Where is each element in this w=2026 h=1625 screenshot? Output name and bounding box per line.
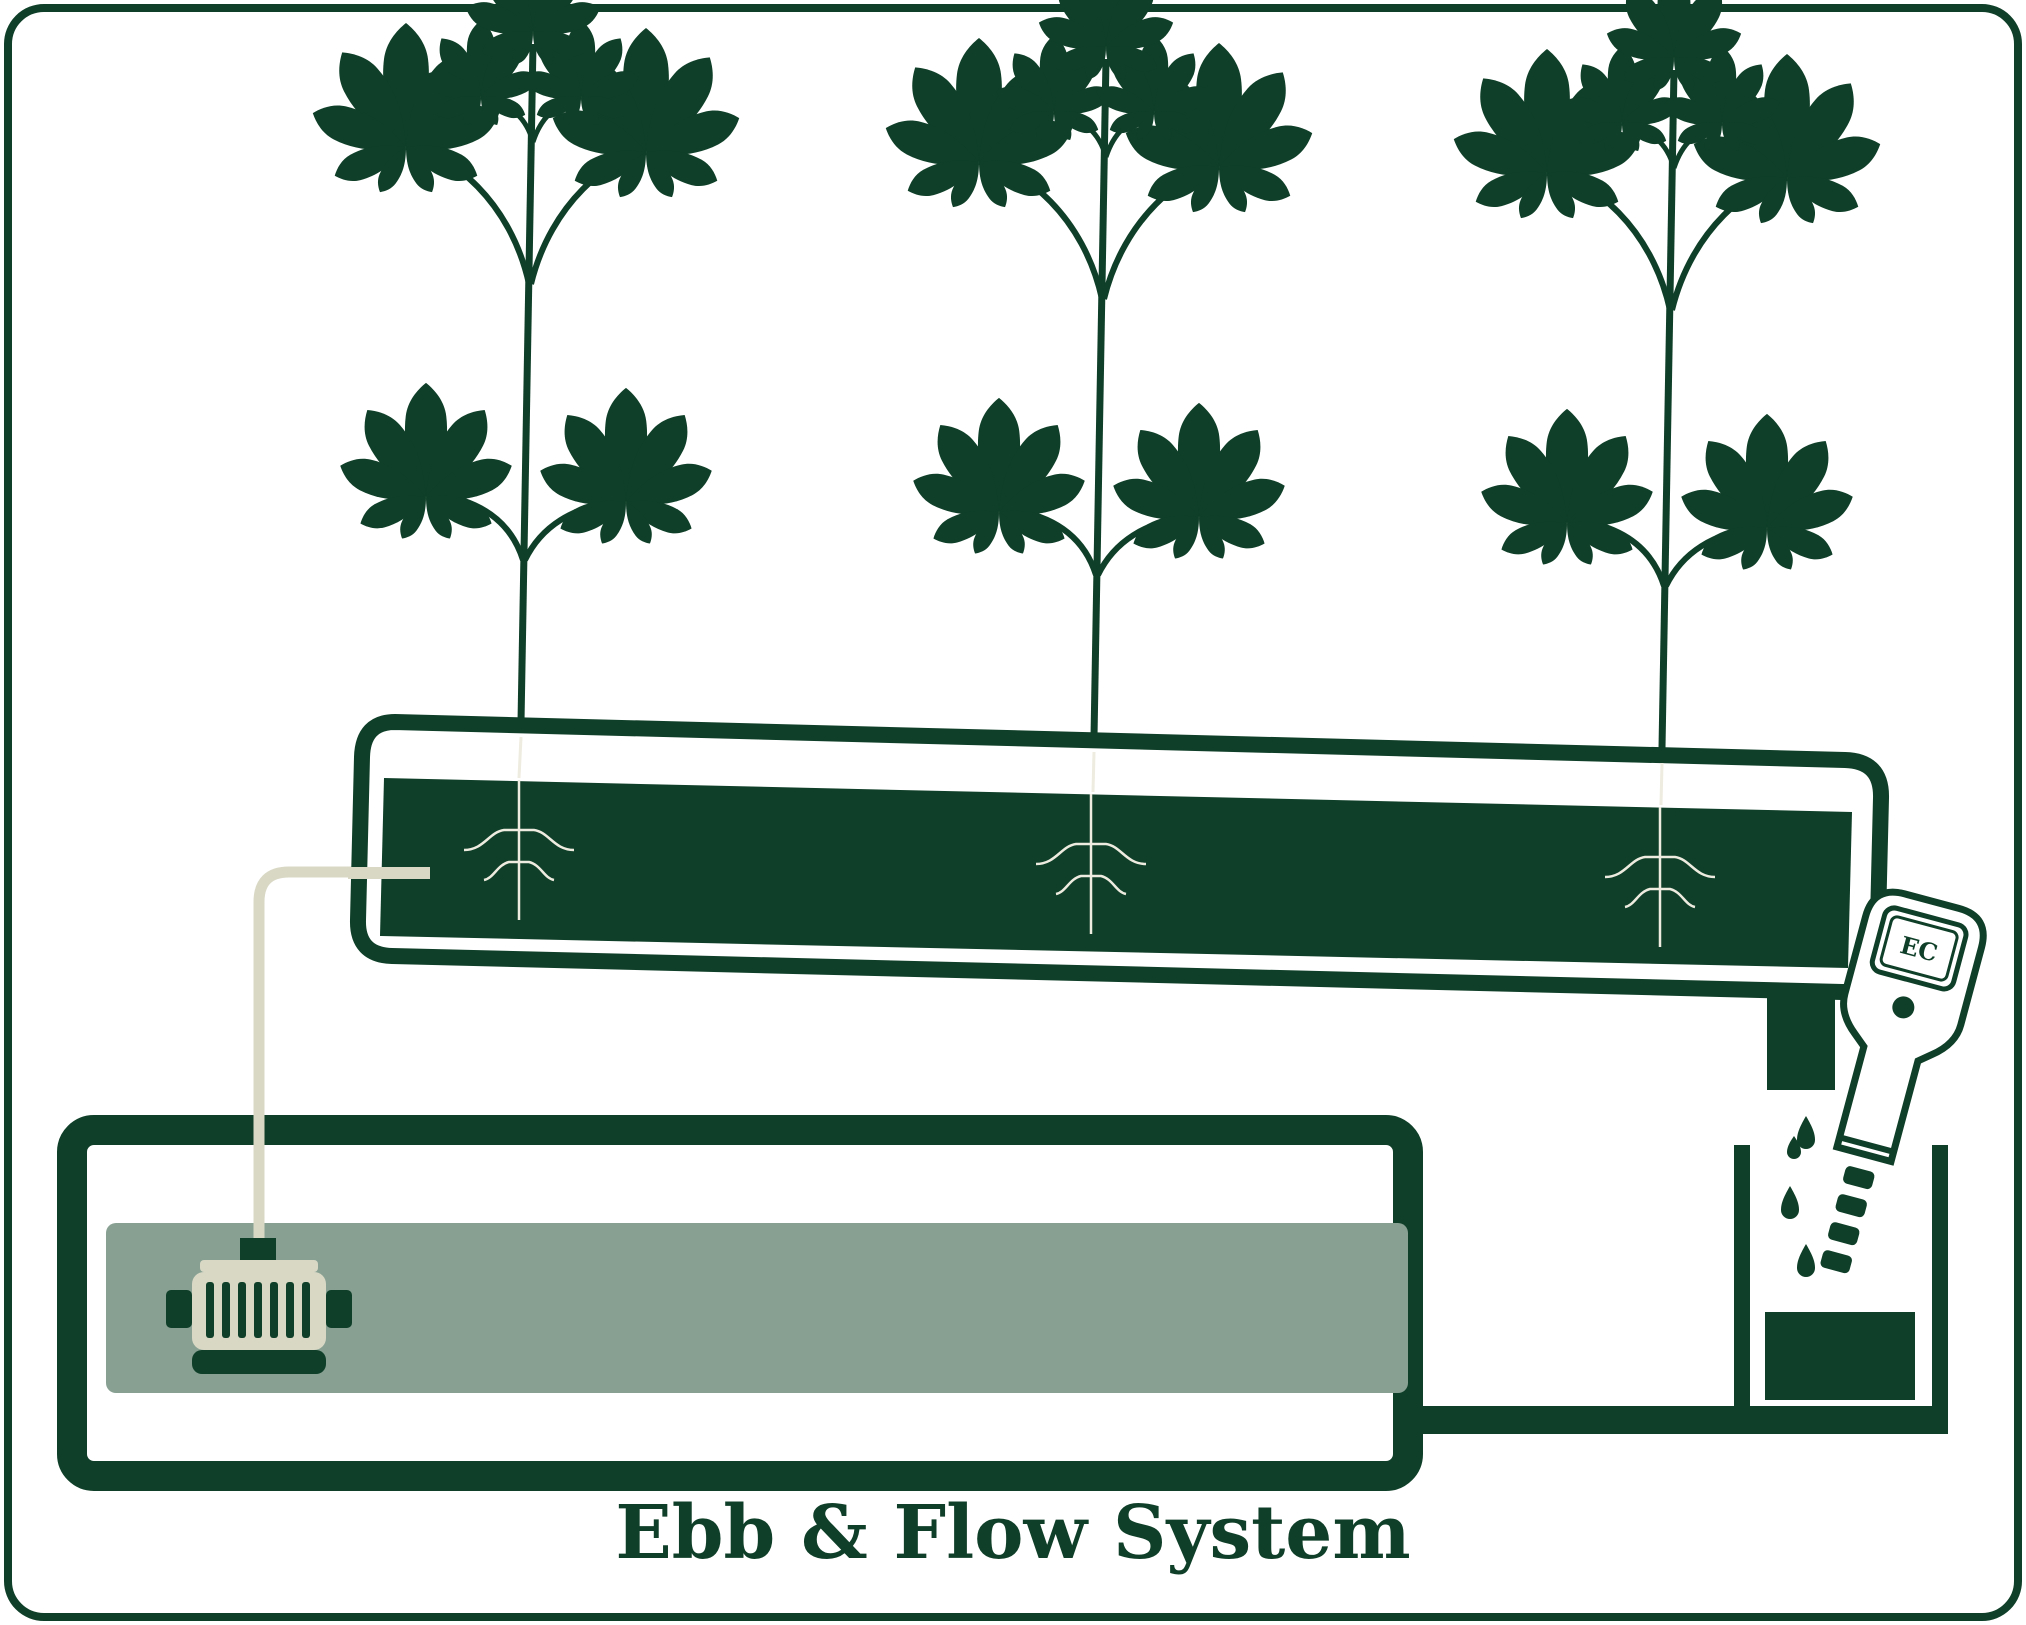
grow-tray xyxy=(348,713,1889,1000)
drain-drips xyxy=(1781,1116,1815,1277)
drain-pipe xyxy=(1767,994,1835,1090)
diagram-title: Ebb & Flow System xyxy=(615,1490,1410,1576)
water-pump xyxy=(166,1238,352,1374)
reservoir-water xyxy=(106,1223,1408,1393)
collection-container xyxy=(1734,1145,1948,1428)
supply-tube xyxy=(253,866,430,1238)
reservoir xyxy=(57,1115,1948,1491)
ec-meter: EC xyxy=(1820,888,1987,1274)
tray-water xyxy=(380,778,1852,968)
